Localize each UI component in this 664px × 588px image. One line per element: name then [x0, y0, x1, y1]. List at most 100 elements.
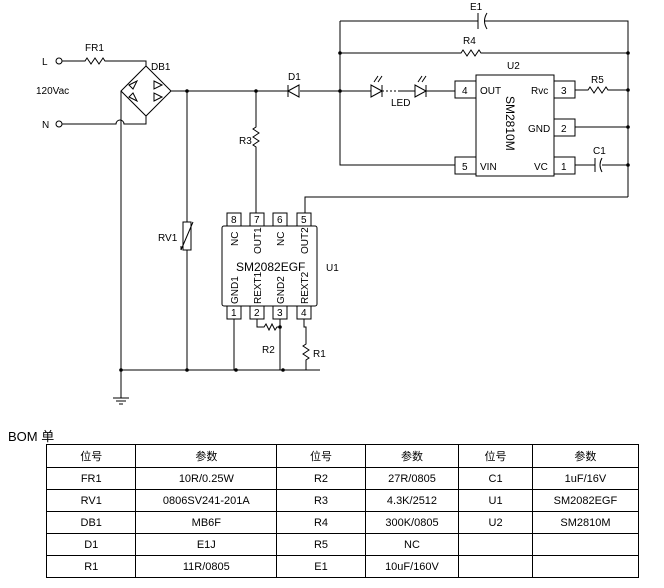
bridge-diodes — [128, 79, 164, 103]
u2-pin-5-number: 5 — [462, 162, 468, 173]
junction — [626, 51, 630, 55]
u2-pin-rvc: Rvc — [531, 86, 548, 97]
bom-header-cell: 位号 — [45, 444, 137, 468]
bom-cell: E1 — [276, 555, 366, 578]
bom-cell: 4.3K/2512 — [364, 489, 460, 512]
u1-pin-nc1: NC — [230, 232, 241, 246]
bom-cell: R5 — [276, 533, 366, 556]
r5-resistor — [575, 86, 628, 94]
u1-pin-7-number: 7 — [254, 215, 260, 226]
table-row: D1 E1J R5 NC — [45, 533, 640, 556]
u1-pin-gnd2: GND2 — [276, 276, 287, 304]
bom-cell — [458, 533, 533, 556]
u2-pin-3-number: 3 — [561, 86, 567, 97]
u1-pin-8-number: 8 — [231, 215, 237, 226]
table-row: R1 11R/0805 E1 10uF/160V — [45, 555, 640, 578]
bom-cell: 10uF/160V — [364, 555, 460, 578]
label-led: LED — [391, 98, 410, 109]
led-light-arrows — [373, 75, 427, 83]
junction — [626, 163, 630, 167]
u2-pin-1-number: 1 — [561, 162, 567, 173]
label-120vac: 120Vac — [36, 86, 69, 97]
neutral-wire — [62, 116, 147, 125]
d1-diode: D1 — [286, 72, 371, 98]
bom-cell: U1 — [458, 489, 533, 512]
junction — [281, 368, 285, 372]
table-row: RV1 0806SV241-201A R3 4.3K/2512 U1 SM208… — [45, 489, 640, 512]
e1-wire — [340, 20, 629, 197]
u1-pin-3-number: 3 — [277, 308, 283, 319]
bom-cell: 1uF/16V — [531, 467, 640, 490]
output-section: E1 R4 LED — [338, 2, 630, 197]
led-1 — [370, 84, 384, 98]
table-row: DB1 MB6F R4 300K/0805 U2 SM2810M — [45, 511, 640, 534]
label-u2: U2 — [507, 61, 520, 72]
bom-cell: R1 — [45, 555, 137, 578]
label-l: L — [42, 57, 48, 68]
u1-pin-2-number: 2 — [254, 308, 260, 319]
bom-header-cell: 参数 — [364, 444, 460, 468]
u2-pin-4-number: 4 — [462, 86, 468, 97]
label-rv1: RV1 — [158, 233, 178, 244]
led-2 — [398, 84, 455, 98]
bom-cell: MB6F — [135, 511, 278, 534]
bom-cell: D1 — [45, 533, 137, 556]
bom-cell: R2 — [276, 467, 366, 490]
bom-cell: SM2082EGF — [531, 489, 640, 512]
ground-symbol — [113, 370, 129, 405]
u1-pin-gnd1: GND1 — [230, 276, 241, 304]
label-c1: C1 — [593, 146, 606, 157]
bom-cell: R4 — [276, 511, 366, 534]
label-db1: DB1 — [151, 62, 171, 73]
bom-header-cell: 位号 — [458, 444, 533, 468]
bom-cell: NC — [364, 533, 460, 556]
r4-resistor — [340, 49, 628, 57]
junction — [626, 88, 630, 92]
terminal-n — [55, 120, 63, 128]
bom-cell: RV1 — [45, 489, 137, 512]
label-r4: R4 — [463, 36, 476, 47]
bom-cell: DB1 — [45, 511, 137, 534]
terminal-l — [55, 57, 63, 65]
bom-title: BOM 单 — [8, 429, 55, 444]
r2-resistor — [256, 319, 280, 332]
u1-chip: SM2082EGF U1 8 7 6 5 NC OUT1 NC OUT2 1 2… — [221, 212, 339, 370]
junction — [185, 89, 189, 93]
u1-pin-rext1: REXT1 — [253, 271, 264, 304]
junction — [278, 325, 282, 329]
c1-capacitor — [575, 157, 628, 173]
bom-cell: R3 — [276, 489, 366, 512]
u1-pin-6-number: 6 — [277, 215, 283, 226]
u2-pin-vc: VC — [534, 162, 548, 173]
circuit-schematic: L N 120Vac FR1 DB1 RV1 R3 — [36, 2, 630, 405]
bom-cell: 300K/0805 — [364, 511, 460, 534]
vin-wire — [339, 91, 455, 166]
u2-name: SM2810M — [503, 96, 517, 151]
label-r5: R5 — [591, 75, 604, 86]
bom-cell: 11R/0805 — [135, 555, 278, 578]
r3-resistor: R3 — [239, 89, 260, 213]
bom-cell: C1 — [458, 467, 533, 490]
junction — [338, 51, 342, 55]
u2-pin-vin: VIN — [480, 162, 497, 173]
label-r3: R3 — [239, 136, 252, 147]
u1-pin-out1: OUT1 — [253, 227, 264, 254]
bom-cell — [531, 555, 640, 578]
label-d1: D1 — [288, 72, 301, 83]
u1-pin-out2: OUT2 — [300, 227, 311, 254]
bom-cell: U2 — [458, 511, 533, 534]
u1-name: SM2082EGF — [236, 260, 305, 274]
bom-cell — [531, 533, 640, 556]
bom-header-cell: 位号 — [276, 444, 366, 468]
label-r2: R2 — [262, 345, 275, 356]
bom-cell: SM2810M — [531, 511, 640, 534]
bom-cell: FR1 — [45, 467, 137, 490]
db1-bridge — [120, 65, 172, 117]
bom-header-cell: 参数 — [135, 444, 278, 468]
u2-pin-gnd: GND — [528, 124, 550, 135]
label-u1: U1 — [326, 263, 339, 274]
junction — [626, 125, 630, 129]
u1-pin-5-number: 5 — [301, 215, 307, 226]
u1-pin-1-number: 1 — [231, 308, 237, 319]
bom-cell: E1J — [135, 533, 278, 556]
